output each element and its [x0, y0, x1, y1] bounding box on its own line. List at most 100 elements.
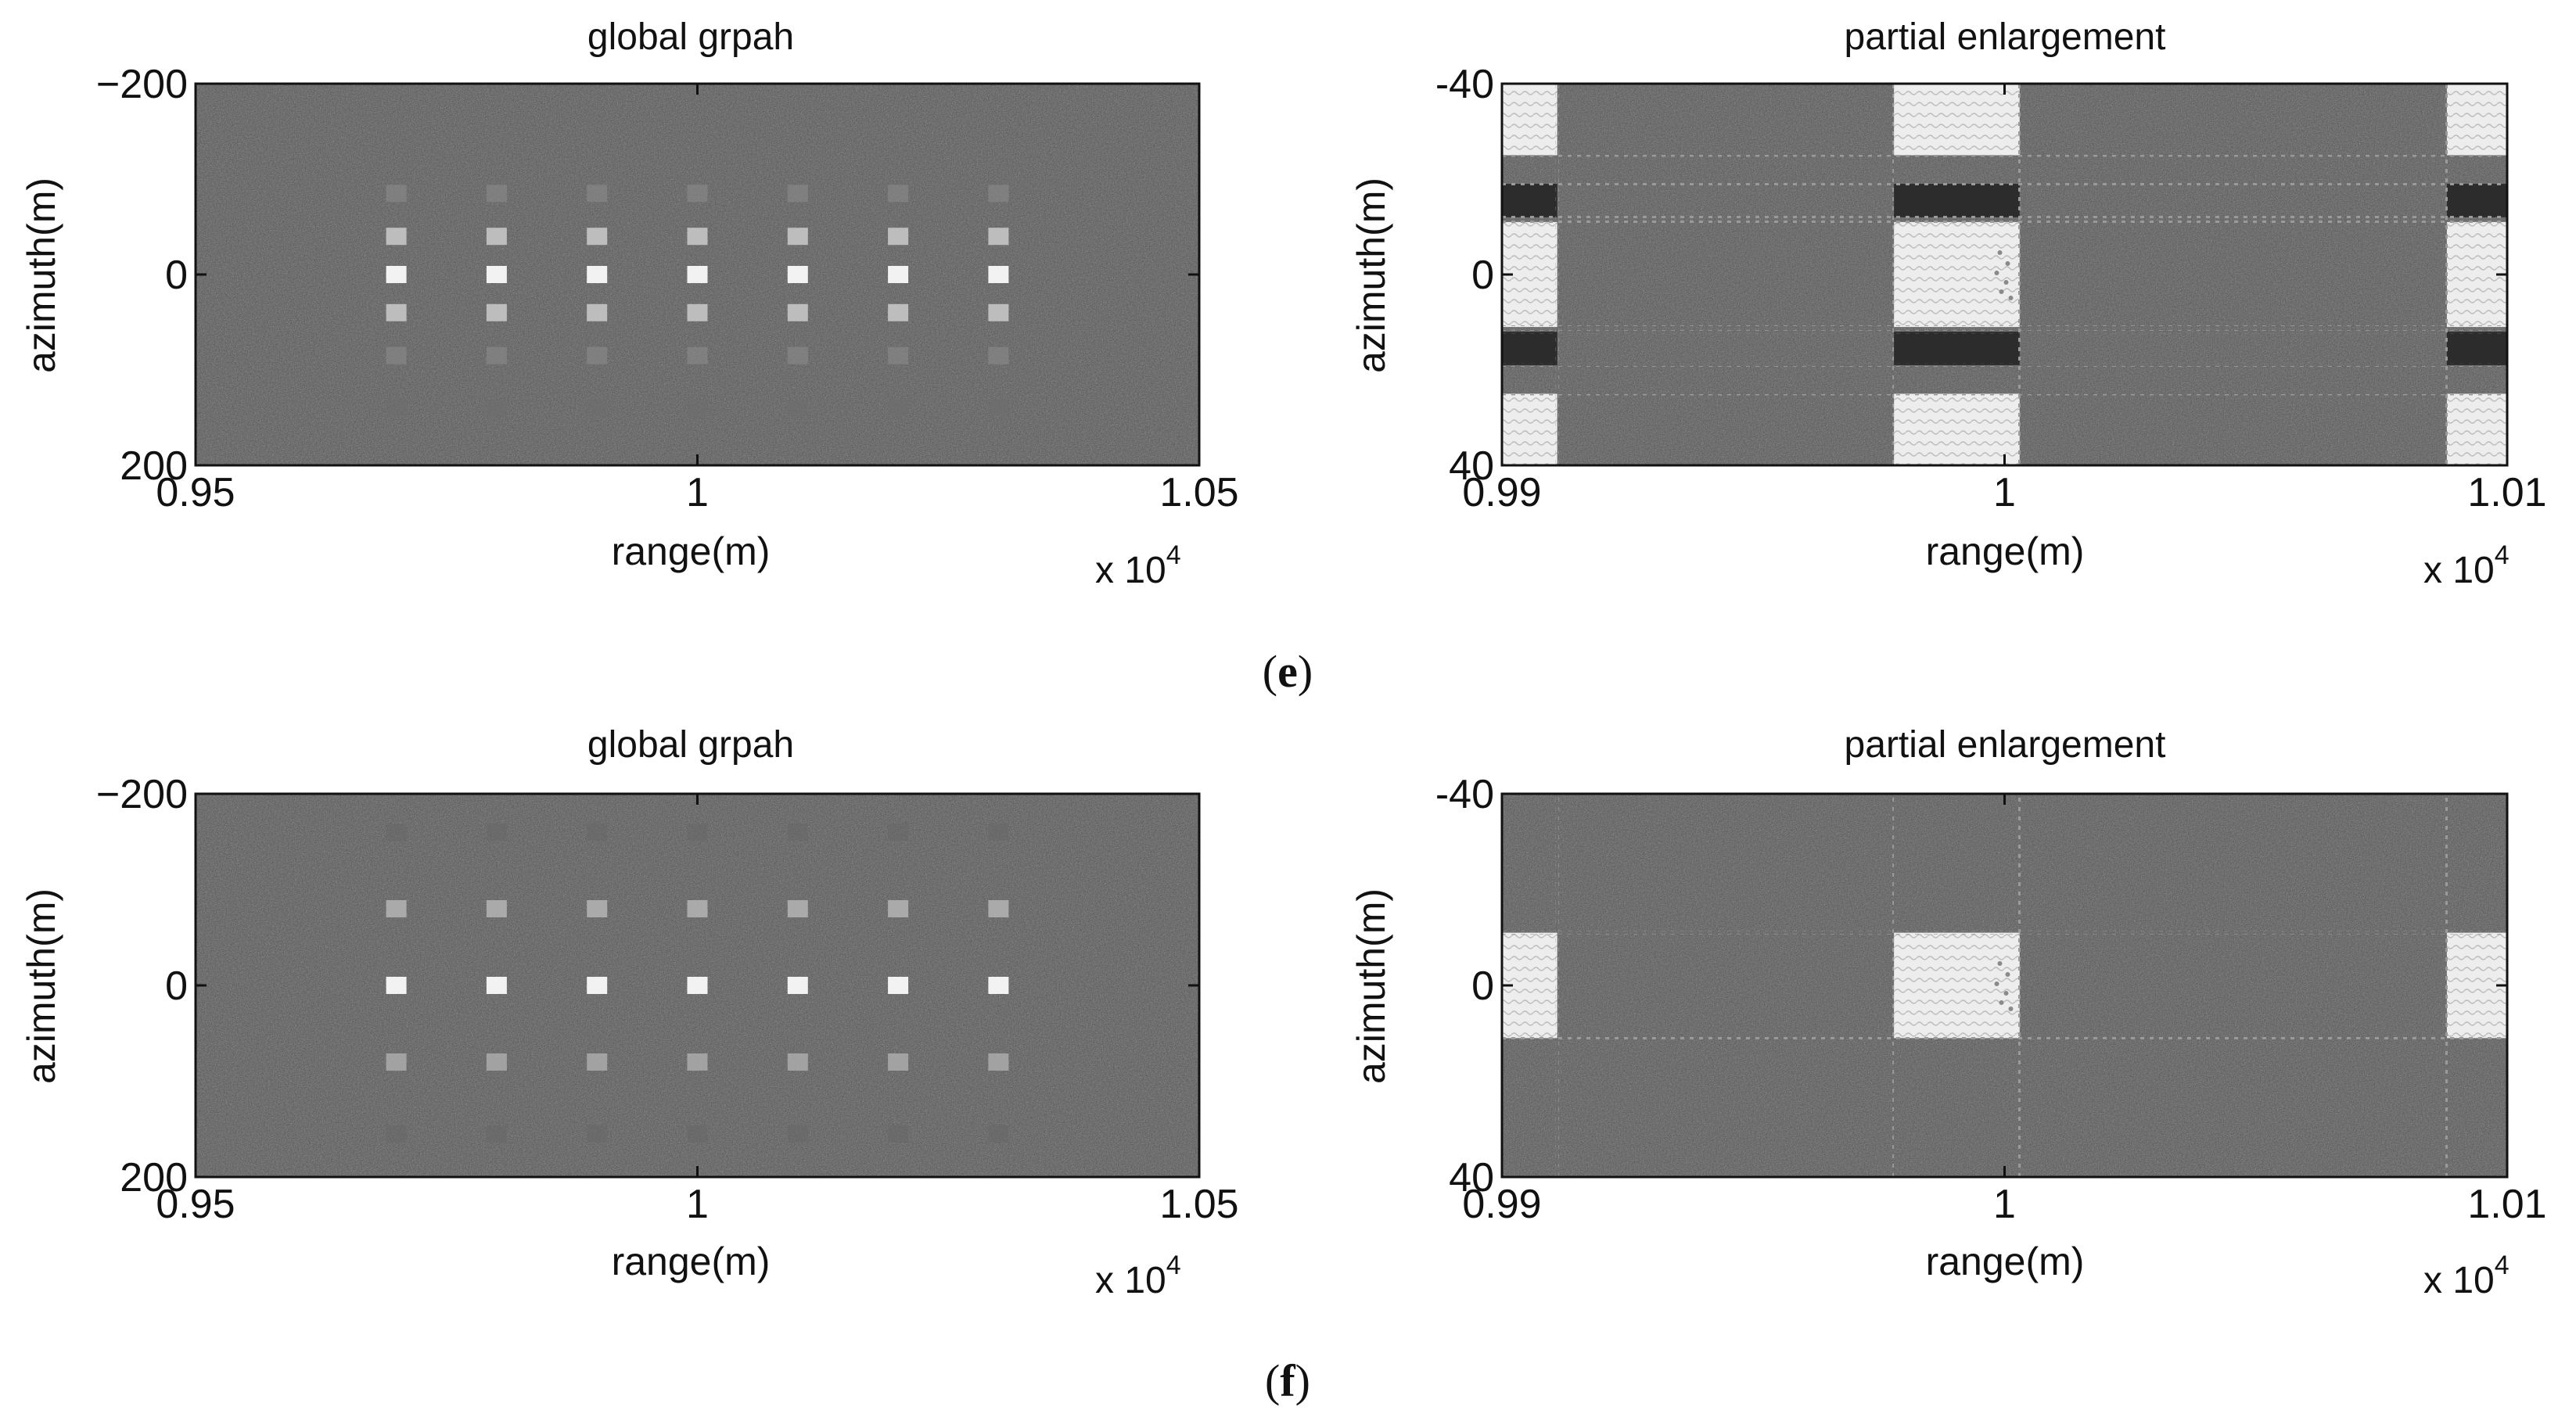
target-point	[787, 399, 808, 417]
chart-title: partial enlargement	[1845, 724, 2166, 766]
x-axis-label: range(m)	[1926, 529, 2085, 573]
bright-target-region	[1502, 84, 1557, 156]
sidelobe-line-vertical	[2445, 794, 2448, 1177]
x-tick-label: 1.05	[1159, 1182, 1238, 1227]
target-point	[888, 185, 909, 203]
target-point	[988, 1125, 1009, 1143]
target-point	[988, 977, 1009, 994]
sidelobe-line-vertical	[1892, 84, 1896, 465]
y-tick-label: −200	[96, 62, 188, 107]
target-point	[587, 266, 608, 283]
bright-target-region	[2446, 393, 2507, 465]
scatter-dot	[1994, 981, 1999, 986]
scatter-dot	[1997, 250, 2003, 255]
target-point	[486, 303, 507, 321]
target-point	[888, 266, 909, 283]
target-point	[988, 185, 1009, 203]
target-point	[888, 228, 909, 246]
bright-target-region	[1894, 932, 2020, 1039]
target-point	[687, 346, 708, 364]
target-point	[687, 228, 708, 246]
dark-sidelobe-band	[2446, 332, 2507, 365]
sidelobe-line-horizontal	[1502, 363, 2507, 367]
sidelobe-line-horizontal	[1502, 325, 2507, 329]
sidelobe-line-horizontal	[1502, 392, 2507, 396]
target-point	[888, 1053, 909, 1071]
scatter-dot	[1999, 289, 2004, 294]
y-tick-label: 200	[120, 443, 188, 489]
target-point	[587, 399, 608, 417]
y-tick-label: 40	[1449, 443, 1494, 489]
target-point	[988, 900, 1009, 917]
target-point	[787, 303, 808, 321]
target-point	[486, 900, 507, 917]
target-point	[687, 1053, 708, 1071]
x-tick-label: 0.99	[1462, 470, 1541, 515]
x-tick-label: 1.01	[2467, 1182, 2546, 1227]
target-point	[787, 185, 808, 203]
target-point	[386, 900, 407, 917]
target-point	[988, 1053, 1009, 1071]
target-point	[687, 900, 708, 917]
target-point	[386, 824, 407, 841]
dark-sidelobe-band	[1502, 332, 1557, 365]
chart-title: global grpah	[587, 16, 794, 58]
target-point	[486, 346, 507, 364]
sidelobe-line-vertical	[2445, 84, 2448, 465]
target-point	[386, 228, 407, 246]
target-point	[486, 228, 507, 246]
target-point	[587, 977, 608, 994]
x-tick-label: 1.01	[2467, 470, 2546, 515]
y-tick-label: 0	[165, 253, 188, 298]
x-axis-multiplier: x 104	[2423, 1251, 2510, 1301]
target-point	[587, 900, 608, 917]
target-point	[888, 977, 909, 994]
target-point	[486, 1053, 507, 1071]
dark-sidelobe-band	[1502, 184, 1557, 217]
scatter-dot	[2003, 280, 2009, 285]
sidelobe-line-horizontal	[1502, 182, 2507, 186]
x-axis-multiplier: x 104	[1095, 1251, 1181, 1301]
target-point	[386, 303, 407, 321]
target-point	[486, 977, 507, 994]
target-point	[988, 266, 1009, 283]
target-point	[587, 346, 608, 364]
bright-target-region	[1894, 84, 2020, 156]
target-point	[687, 185, 708, 203]
sidelobe-line-vertical	[1555, 794, 1559, 1177]
target-point	[486, 185, 507, 203]
x-tick-label: 1	[686, 1182, 709, 1227]
y-tick-label: 200	[120, 1155, 188, 1200]
sidelobe-line-horizontal	[1502, 931, 2507, 935]
target-point	[587, 228, 608, 246]
x-tick-label: 1	[1993, 1182, 2016, 1227]
x-tick-label: 0.99	[1462, 1182, 1541, 1227]
target-point	[787, 824, 808, 841]
chart-title: global grpah	[587, 724, 794, 766]
target-point	[687, 977, 708, 994]
target-point	[687, 399, 708, 417]
target-point	[587, 1053, 608, 1071]
target-point	[687, 266, 708, 283]
target-point	[386, 1053, 407, 1071]
target-point	[787, 228, 808, 246]
bright-target-region	[2446, 84, 2507, 156]
target-point	[988, 228, 1009, 246]
target-point	[687, 824, 708, 841]
y-axis-label: azimuth(m)	[1349, 888, 1393, 1084]
x-axis-label: range(m)	[612, 1240, 771, 1283]
y-tick-label: 0	[165, 963, 188, 1009]
sidelobe-line-vertical	[2017, 794, 2021, 1177]
sidelobe-line-horizontal	[1502, 1036, 2507, 1040]
bright-target-region	[1894, 393, 2020, 465]
target-point	[386, 185, 407, 203]
y-tick-label: -40	[1435, 772, 1494, 817]
target-point	[687, 1125, 708, 1143]
panel-caption: (f)	[1265, 1355, 1310, 1406]
y-axis-label: azimuth(m)	[20, 178, 63, 373]
